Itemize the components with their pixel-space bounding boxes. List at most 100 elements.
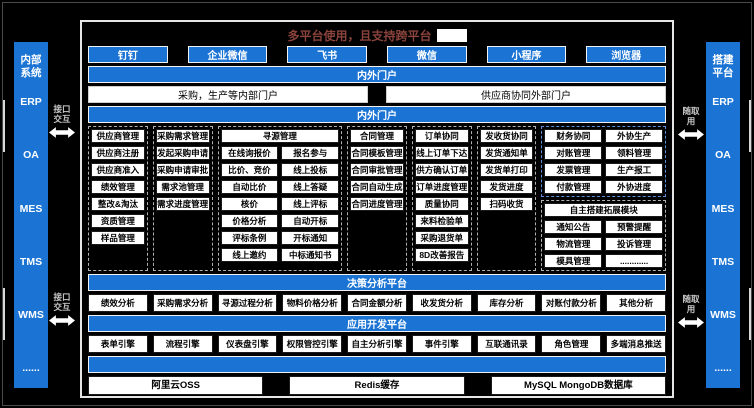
module-group: 寻源管理在线询报价报名参与比价、竞价线上投标自动比价线上答疑核价线上评标价格分析… [217, 126, 343, 271]
double-arrow-icon [49, 127, 75, 139]
build-platform-item: WMS [710, 308, 736, 321]
module-box: 线上订单下达 [414, 146, 469, 160]
portal-row: 采购，生产等内部门户 供应商协同外部门户 [88, 86, 666, 103]
module-group-header: 自主搭建拓展模块 [544, 203, 663, 217]
module-box: 投诉管理 [605, 237, 663, 251]
engine-box: 自主分析引擎 [347, 335, 407, 353]
module-box: 合同审批管理 [350, 163, 404, 177]
module-group-header: 采购需求管理 [155, 129, 210, 143]
module-box: 需求进度管理 [155, 197, 210, 211]
module-box: 自动开标 [281, 214, 340, 228]
module-group: 供应商管理供应商注册供应商准入绩效管理整改&淘汰资质管理样品管理 [88, 126, 148, 271]
module-box: 样品管理 [91, 231, 145, 245]
platform-button: 微信 [387, 46, 467, 63]
analysis-box: 绩效分析 [88, 294, 148, 312]
redaction-box [436, 28, 467, 42]
on-demand-label: 随取 用 [682, 294, 700, 315]
module-box: 价格分析 [220, 214, 279, 228]
engine-box: 互联通讯录 [476, 335, 537, 353]
on-demand-annotation: 随取 用 [676, 294, 706, 329]
engine-box: 角色管理 [541, 335, 602, 353]
module-box: 通知公告 [544, 220, 603, 234]
analysis-platform-bar: 决策分析平台 [88, 274, 666, 291]
module-box: 物流管理 [544, 237, 603, 251]
supplier-portal-box: 供应商协同外部门户 [386, 86, 666, 103]
module-box: 合同模板管理 [350, 146, 404, 160]
engine-box: 多端消息推送 [606, 335, 666, 353]
build-platform-item: MES [711, 202, 735, 215]
build-platform-item: TMS [711, 255, 735, 268]
build-platform-item: OA [715, 149, 731, 162]
analysis-box: 对账付款分析 [541, 294, 602, 312]
module-group-header: 财务协同 [544, 129, 603, 143]
main-panel: 多平台使用，且支持跨平台 钉钉企业微信飞书微信小程序浏览器 内外门户 采购，生产… [80, 20, 674, 398]
engine-box: 仪表盘引擎 [217, 335, 278, 353]
module-box: 订单进度管理 [414, 180, 469, 194]
interface-interaction-label: 接口 交互 [53, 292, 71, 313]
platform-button: 钉钉 [88, 46, 168, 63]
module-group: 发收货协同发货通知单发货单打印发货进度扫码收货 [476, 126, 537, 271]
module-box: 核价 [220, 197, 279, 211]
interface-interaction-annotation: 接口 交互 [47, 104, 77, 139]
module-box: 开标通知 [281, 231, 340, 245]
engine-box: 表单引擎 [88, 335, 148, 353]
right-edge-connector-line [749, 100, 751, 152]
module-box: 发票管理 [544, 163, 603, 177]
module-box: 绩效管理 [91, 180, 145, 194]
module-box: 合同自动生成 [350, 180, 404, 194]
engine-box: 事件引擎 [411, 335, 472, 353]
module-box: 比价、竞价 [220, 163, 279, 177]
portal-bar-inner: 内外门户 [88, 106, 666, 123]
engine-row: 表单引擎流程引擎仪表盘引擎权限管控引擎自主分析引擎事件引擎互联通讯录角色管理多端… [88, 335, 666, 353]
module-box: 发货单打印 [479, 163, 534, 177]
module-box: 扫码收货 [479, 197, 534, 211]
module-group-header: 订单协同 [414, 129, 469, 143]
on-demand-annotation: 随取 用 [676, 106, 706, 141]
engine-box: 流程引擎 [152, 335, 213, 353]
internal-system-item: ...... [22, 361, 40, 374]
module-box: 来料检验单 [414, 214, 469, 228]
platform-button: 浏览器 [586, 46, 667, 63]
internal-system-item: OA [23, 149, 39, 162]
engine-box: 权限管控引擎 [282, 335, 343, 353]
finance-production-group: 财务协同外协生产对账管理领料管理发票管理生产报工付款管理外协进度 [541, 126, 666, 197]
interface-interaction-annotation: 接口 交互 [47, 292, 77, 327]
analysis-box: 采购需求分析 [152, 294, 213, 312]
extension-group: 自主搭建拓展模块通知公告预警提醒物流管理投诉管理模具管理............ [541, 200, 666, 271]
module-group-header: 外协生产 [605, 129, 663, 143]
portal-bar-top: 内外门户 [88, 66, 666, 83]
module-box: 质量协同 [414, 197, 469, 211]
module-box: 外协进度 [605, 180, 663, 194]
internal-systems-title: 内部 系统 [20, 54, 42, 80]
build-platform-item: ERP [712, 96, 734, 109]
on-demand-label: 随取 用 [682, 106, 700, 127]
module-box: 发货通知单 [479, 146, 534, 160]
internal-system-item: ERP [20, 96, 42, 109]
module-box: 评标条例 [220, 231, 279, 245]
module-group-header: 合同管理 [350, 129, 404, 143]
analysis-box: 其他分析 [606, 294, 666, 312]
module-box: 付款管理 [544, 180, 603, 194]
analysis-box: 收发货分析 [411, 294, 472, 312]
left-edge-connector-line [3, 288, 5, 340]
platform-button: 企业微信 [187, 46, 268, 63]
internal-system-item: TMS [19, 255, 43, 268]
module-box: 线上邀约 [220, 248, 279, 262]
module-box: 自动比价 [220, 180, 279, 194]
right-edge-connector-line [749, 288, 751, 340]
finance-extension-column: 财务协同外协生产对账管理领料管理发票管理生产报工付款管理外协进度自主搭建拓展模块… [541, 126, 666, 271]
module-box: 领料管理 [605, 146, 663, 160]
module-box: ............ [605, 254, 663, 268]
module-box: 整改&淘汰 [91, 197, 145, 211]
build-platform-title: 搭建 平台 [712, 54, 734, 80]
module-box: 线上评标 [281, 197, 340, 211]
module-box: 资质管理 [91, 214, 145, 228]
module-box: 报名参与 [281, 146, 340, 160]
analysis-box: 合同金额分析 [347, 294, 407, 312]
